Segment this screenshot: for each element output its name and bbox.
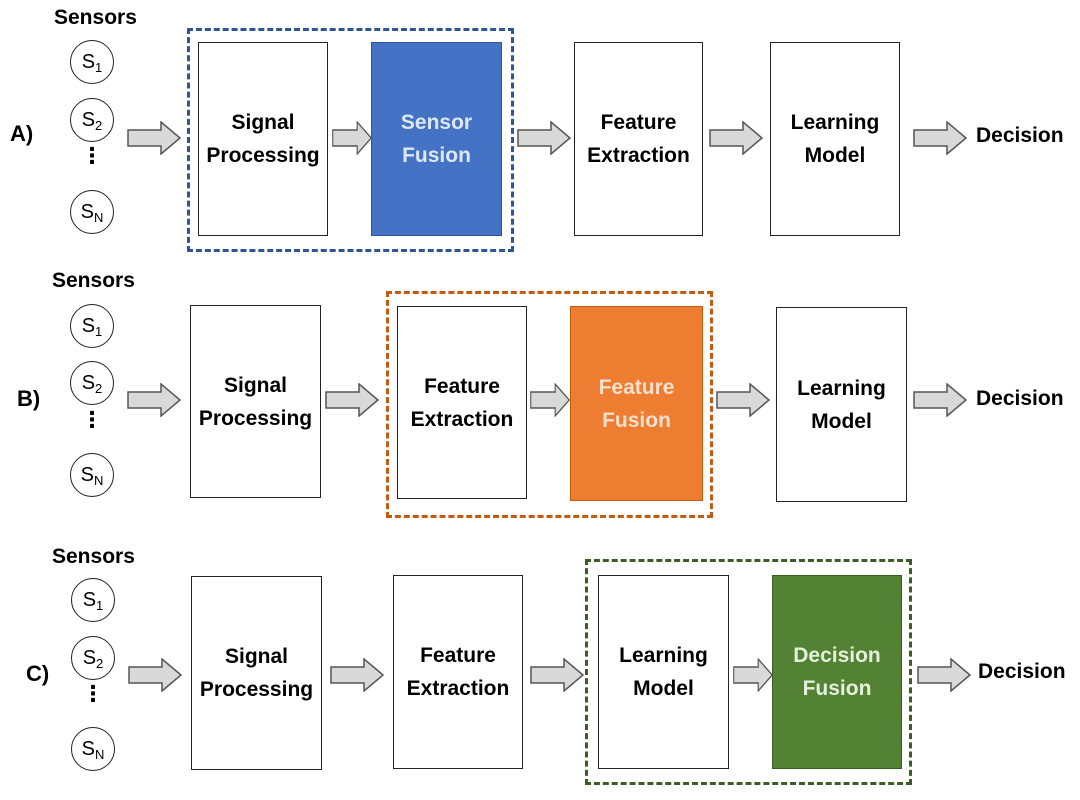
arrow-right-icon (716, 383, 770, 417)
learning-model-block: Learning Model (598, 575, 729, 769)
sensors-title: Sensors (52, 269, 135, 292)
row-c-label: C) (26, 661, 50, 686)
arrow-right-icon (127, 383, 181, 417)
sensors-title: Sensors (54, 6, 137, 29)
arrow-right-icon (517, 121, 571, 155)
row-b-label: B) (17, 386, 41, 411)
sensor-fusion-block: Sensor Fusion (371, 42, 502, 236)
feature-extraction-block: Feature Extraction (393, 575, 523, 769)
ellipsis-dots: ⋮ (82, 681, 104, 706)
sensor-fusion-boundary (187, 28, 514, 252)
signal-processing-block: Signal Processing (190, 305, 321, 498)
sensors-title: Sensors (52, 545, 135, 568)
learning-model-block: Learning Model (776, 307, 907, 502)
decision-fusion-block: Decision Fusion (772, 575, 902, 769)
arrow-right-icon (917, 658, 971, 692)
arrow-right-icon (330, 658, 384, 692)
signal-processing-block: Signal Processing (198, 42, 328, 236)
row-a-label: A) (10, 121, 34, 146)
arrow-right-icon (530, 383, 570, 417)
feature-fusion-boundary (386, 291, 713, 518)
ellipsis-dots: ⋮ (81, 407, 103, 432)
arrow-right-icon (709, 121, 763, 155)
decision-fusion-boundary (585, 559, 912, 785)
arrow-right-icon (913, 383, 967, 417)
decision-output-label: Decision (976, 387, 1064, 410)
feature-extraction-block: Feature Extraction (397, 306, 527, 499)
arrow-right-icon (733, 658, 773, 692)
arrow-right-icon (127, 121, 181, 155)
decision-output-label: Decision (978, 660, 1066, 683)
arrow-right-icon (128, 658, 182, 692)
learning-model-block: Learning Model (770, 42, 900, 236)
ellipsis-dots: ⋮ (81, 143, 103, 168)
decision-output-label: Decision (976, 124, 1064, 147)
signal-processing-block: Signal Processing (191, 576, 322, 770)
arrow-right-icon (325, 383, 379, 417)
arrow-right-icon (332, 121, 372, 155)
feature-fusion-block: Feature Fusion (570, 306, 703, 501)
arrow-right-icon (913, 121, 967, 155)
feature-extraction-block: Feature Extraction (574, 42, 703, 236)
arrow-right-icon (530, 658, 584, 692)
